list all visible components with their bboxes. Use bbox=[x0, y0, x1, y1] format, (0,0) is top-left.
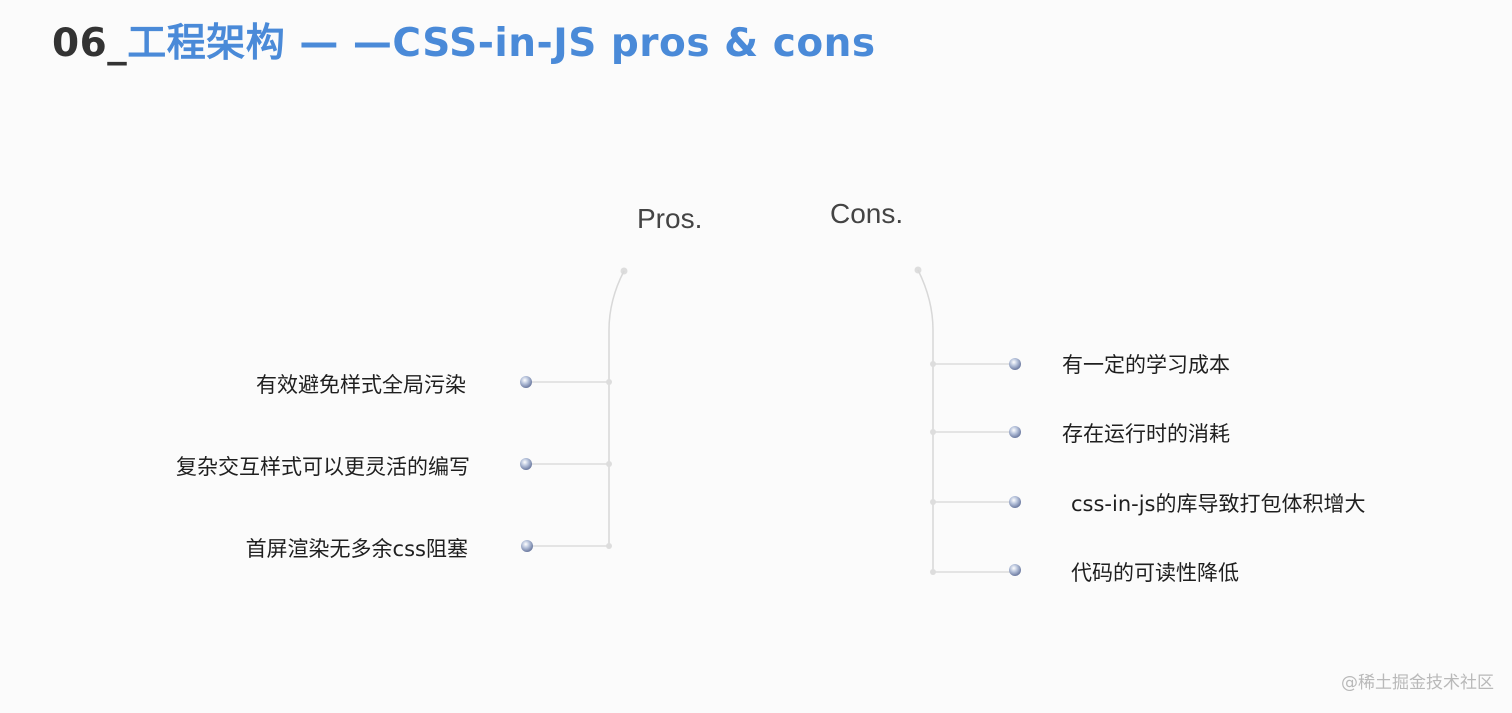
cons-junction-1 bbox=[930, 361, 936, 367]
pros-item-1: 有效避免样式全局污染 bbox=[256, 373, 466, 397]
pros-item-3: 首屏渲染无多余css阻塞 bbox=[245, 537, 468, 561]
slide-number: 06_ bbox=[52, 21, 128, 66]
cons-item-3: css-in-js的库导致打包体积增大 bbox=[1071, 492, 1366, 516]
cons-bullet-3 bbox=[1009, 496, 1021, 508]
cons-item-2: 存在运行时的消耗 bbox=[1062, 422, 1230, 446]
cons-heading: Cons. bbox=[830, 198, 904, 229]
cons-item-1: 有一定的学习成本 bbox=[1062, 353, 1230, 377]
cons-bullet-4 bbox=[1009, 564, 1021, 576]
slide-title-text: 工程架构 — —CSS-in-JS pros & cons bbox=[127, 21, 876, 66]
cons-bullet-2 bbox=[1009, 426, 1021, 438]
pros-bullet-1 bbox=[520, 376, 532, 388]
cons-junction-4 bbox=[930, 569, 936, 575]
pros-bullet-2 bbox=[520, 458, 532, 470]
pros-trunk bbox=[608, 270, 625, 546]
cons-junction-2 bbox=[930, 429, 936, 435]
cons-junction-3 bbox=[930, 499, 936, 505]
slide-title: 06_工程架构 — —CSS-in-JS pros & cons bbox=[52, 12, 876, 68]
cons-item-4: 代码的可读性降低 bbox=[1071, 561, 1239, 585]
cons-trunk bbox=[917, 269, 934, 572]
pros-heading: Pros. bbox=[637, 203, 703, 234]
pros-bullet-3 bbox=[521, 540, 533, 552]
pros-junction-1 bbox=[606, 379, 612, 385]
pros-junction-2 bbox=[606, 461, 612, 467]
pros-junction-3 bbox=[606, 543, 612, 549]
cons-bullet-1 bbox=[1009, 358, 1021, 370]
pros-item-2: 复杂交互样式可以更灵活的编写 bbox=[176, 455, 470, 479]
watermark: @稀土掘金技术社区 bbox=[1341, 673, 1494, 693]
